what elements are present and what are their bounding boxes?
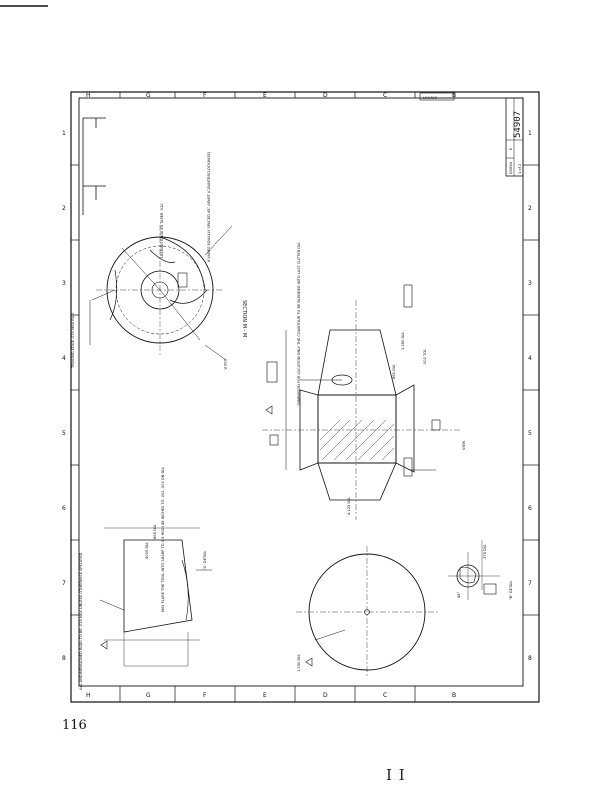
zone-ticks-top — [71, 92, 539, 702]
note-dimension-location: DIMENSION FOR LOCATION ONLY THE COUNTOUR… — [297, 242, 301, 405]
dim-002-tol: .002 TOL — [423, 349, 427, 365]
dim-030-r: .030 R — [223, 358, 227, 370]
drawing-border — [70, 91, 540, 703]
dim-4-125-dia: 4.125 DIA — [347, 497, 351, 515]
section-m-m-view — [89, 225, 233, 361]
page-number: 116 — [62, 718, 87, 733]
note-vanes-spaced: 8 VANES EQUALLY SPACED 45° APART (COUNTE… — [207, 151, 211, 262]
note-flare: MAY FLARE THE TOOL INTO SHARP TO 0.5 HIG… — [161, 467, 165, 612]
zone-h-bottom: H — [86, 692, 91, 699]
zone-g: G — [146, 92, 151, 99]
title-sheet: 1 of 2 — [518, 164, 522, 174]
zone-3: 3 — [62, 280, 66, 287]
zone-h: H — [86, 92, 91, 99]
dim-boxes — [266, 284, 441, 477]
note-trailing-edge: TRAILING EDGE .030 MAX RAD — [71, 313, 75, 369]
zone-2: 2 — [62, 205, 66, 212]
zone-7-right: 7 — [528, 580, 532, 587]
zone-6: 6 — [62, 505, 66, 512]
zone-f-bottom: F — [203, 692, 207, 699]
margin-bracket — [82, 117, 106, 215]
view-label: VIEW — [462, 440, 466, 450]
dim-1-250-dia: 1.250 DIA — [297, 654, 301, 672]
dim-1-360-dia: 1.360 DIA — [401, 332, 405, 350]
zone-3-right: 3 — [528, 280, 532, 287]
zone-d: D — [323, 92, 328, 99]
drawing-inner-border — [78, 97, 524, 687]
zone-e: E — [263, 92, 267, 99]
note-leading-edge: LEADING EDGE 45 TAPER .010 — [160, 203, 164, 258]
drawing-number: 54907 — [513, 111, 523, 138]
zone-1: 1 — [62, 130, 66, 137]
zone-4: 4 — [62, 355, 66, 362]
detail-b — [448, 540, 500, 600]
zone-e-bottom: E — [263, 692, 267, 699]
dim-860-dia: .860 DIA — [392, 364, 396, 380]
zone-8-right: 8 — [528, 655, 532, 662]
detail-b-label: "B" DETAIL — [509, 581, 513, 600]
zone-c: C — [383, 92, 387, 99]
draft-note: ALL UNDIMENSIONED RADII TO BE .015 MAX U… — [79, 552, 83, 690]
zone-8: 8 — [62, 655, 66, 662]
datum-markers — [100, 405, 313, 667]
detail-a — [99, 527, 212, 667]
zone-5-right: 5 — [528, 430, 532, 437]
zone-f: F — [203, 92, 207, 99]
zone-b-bottom: B — [452, 692, 456, 699]
zone-1-right: 1 — [528, 130, 532, 137]
revision-box: LOA4SU — [419, 92, 455, 101]
hub-cross-section — [262, 300, 460, 520]
zone-2-right: 2 — [528, 205, 532, 212]
title-code: D0854 — [509, 161, 513, 174]
end-view-disk — [296, 546, 438, 678]
section-m-m-label: SECTION M - M — [241, 300, 247, 337]
detail-a-label: "A" DETAIL — [203, 551, 207, 570]
dim-5005-dia: .5005 DIA — [145, 542, 149, 560]
zone-d-bottom: D — [323, 692, 328, 699]
svg-text:LOA4SU: LOA4SU — [423, 96, 438, 100]
dim-375-dia: .375 DIA — [483, 544, 487, 560]
dim-865-dia: .865 DIA — [153, 524, 157, 540]
title-size: E — [509, 147, 513, 150]
dim-45-deg: 45° — [457, 591, 461, 598]
bottom-mark: I I — [386, 766, 406, 784]
zone-numbers: 1 2 3 4 5 6 7 8 1 2 3 4 5 6 7 8 — [62, 130, 532, 662]
zone-g-bottom: G — [146, 692, 151, 699]
zone-4-right: 4 — [528, 355, 532, 362]
title-block: 54907 D0854 E 1 of 2 — [505, 97, 524, 177]
section-hatching — [319, 419, 395, 461]
zone-6-right: 6 — [528, 505, 532, 512]
zone-letters: H G F E D C B H G F E D C B — [86, 92, 456, 699]
zone-5: 5 — [62, 430, 66, 437]
zone-7: 7 — [62, 580, 66, 587]
zone-c-bottom: C — [383, 692, 387, 699]
